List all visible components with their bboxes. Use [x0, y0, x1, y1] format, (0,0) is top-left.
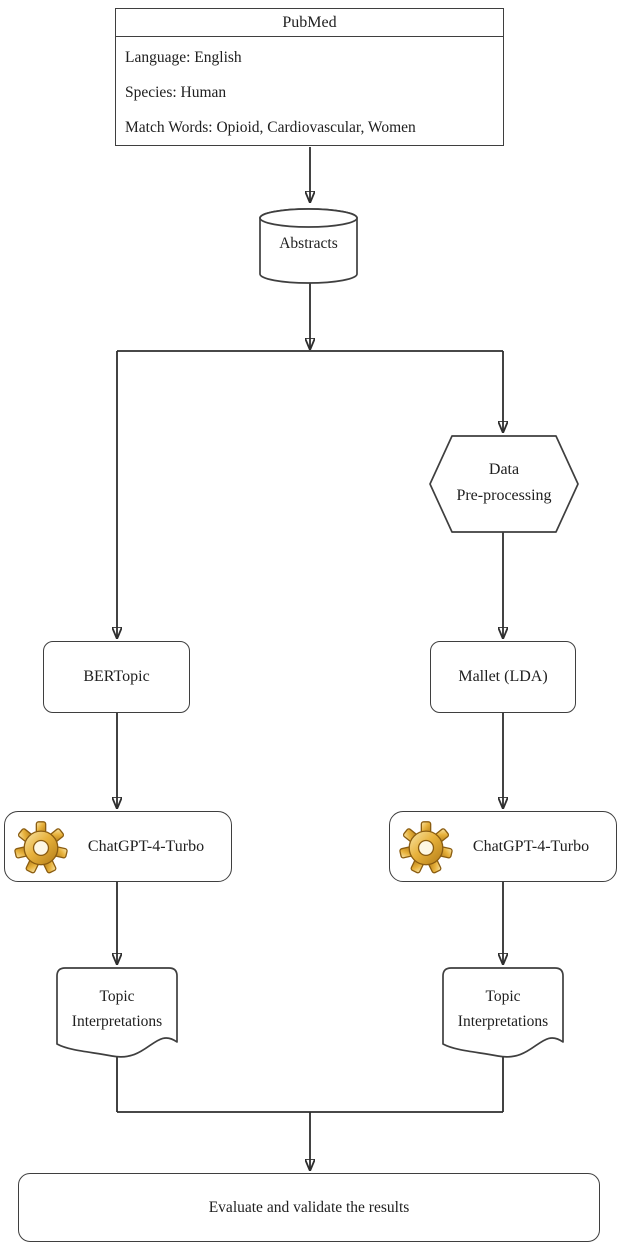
- pubmed-filter-match-words: Match Words: Opioid, Cardiovascular, Wom…: [125, 119, 416, 136]
- preprocessing-label-line2: Pre-processing: [456, 487, 552, 504]
- chatgpt-label-left: ChatGPT-4-Turbo: [87, 837, 205, 855]
- evaluate-label: Evaluate and validate the results: [208, 1198, 410, 1216]
- bertopic-node: BERTopic: [43, 641, 190, 713]
- pubmed-filter-species: Species: Human: [125, 84, 227, 101]
- chatgpt-node-left: ChatGPT-4-Turbo: [4, 811, 232, 882]
- pubmed-title: PubMed: [116, 9, 503, 37]
- topic-label-left-line2: Interpretations: [71, 1013, 163, 1030]
- abstracts-cylinder: [259, 208, 358, 284]
- mallet-node: Mallet (LDA): [430, 641, 576, 713]
- topic-label-right-line1: Topic: [485, 988, 521, 1005]
- bertopic-label: BERTopic: [83, 668, 150, 685]
- topic-label-right: Topic Interpretations: [442, 984, 564, 1034]
- pubmed-filter-language: Language: English: [125, 49, 242, 66]
- gear-icon: [14, 820, 68, 873]
- preprocessing-label-line1: Data: [488, 461, 520, 478]
- topic-label-right-line2: Interpretations: [457, 1013, 549, 1030]
- pubmed-filters: Language: English Species: Human Match W…: [116, 37, 503, 145]
- preprocessing-label: Data Pre-processing: [429, 455, 579, 511]
- topic-label-left: Topic Interpretations: [56, 984, 178, 1034]
- preprocessing-hexagon: [429, 435, 579, 533]
- topic-document-left: [56, 967, 178, 1058]
- evaluate-node: Evaluate and validate the results: [18, 1173, 600, 1242]
- abstracts-label: Abstracts: [279, 235, 338, 253]
- topic-document-right: [442, 967, 564, 1058]
- chatgpt-node-right: ChatGPT-4-Turbo: [389, 811, 617, 882]
- pubmed-node: PubMed Language: English Species: Human …: [115, 8, 504, 146]
- chatgpt-label-right: ChatGPT-4-Turbo: [472, 837, 590, 855]
- mallet-label: Mallet (LDA): [458, 668, 548, 685]
- topic-label-left-line1: Topic: [99, 988, 135, 1005]
- gear-icon: [399, 820, 453, 873]
